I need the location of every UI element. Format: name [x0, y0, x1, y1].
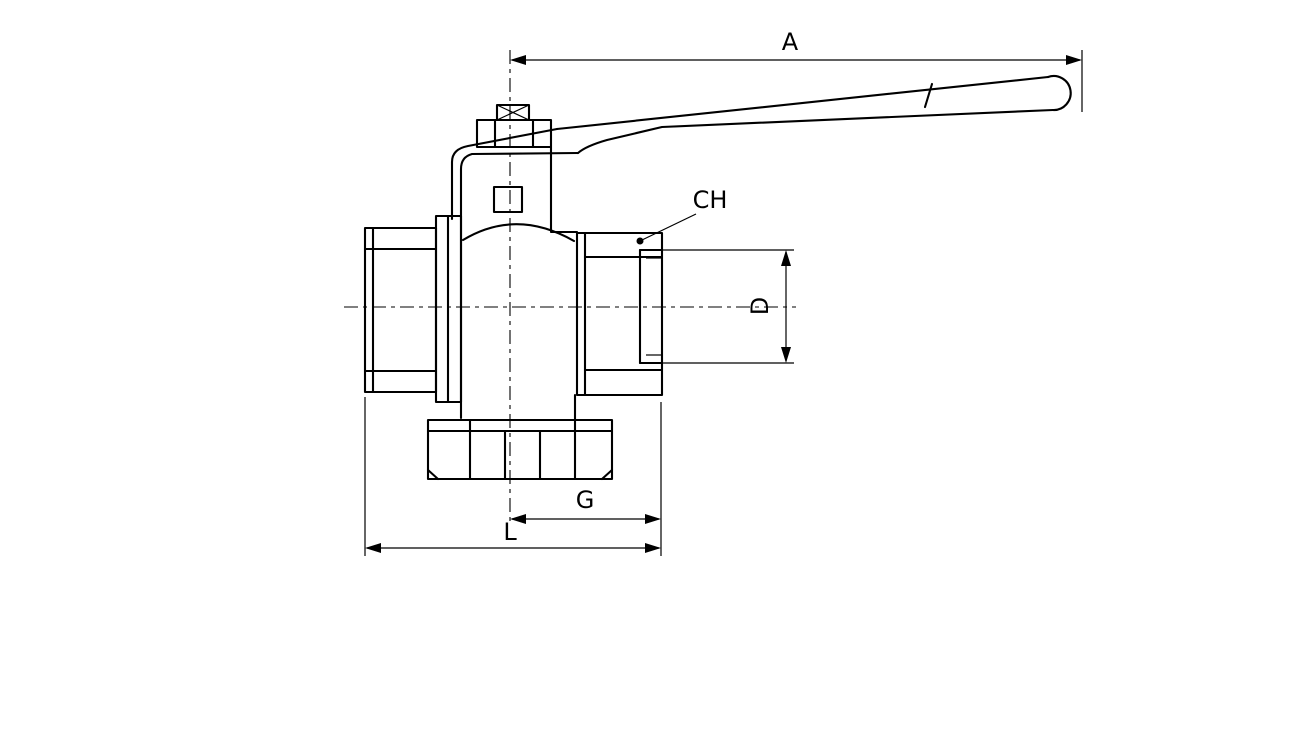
- left-union-nut: [363, 226, 438, 394]
- dim-l-arrow-left: [365, 543, 381, 553]
- bottom-hex-corner-left: [426, 468, 440, 481]
- stem-nut-body: [475, 118, 553, 149]
- valve-body: [459, 145, 579, 422]
- dim-a-arrow-right: [1066, 55, 1082, 65]
- bottom-hex-outline: [426, 418, 614, 481]
- dim-g-arrow-right: [645, 514, 661, 524]
- dimension-g: G: [510, 402, 662, 526]
- dim-a-arrow-left: [510, 55, 526, 65]
- handle-tick-mark: [923, 82, 934, 109]
- dim-l-arrow-right: [645, 543, 661, 553]
- stem-cap-cross-2: [496, 104, 530, 121]
- body-dome-arc: [461, 223, 576, 243]
- callout-ch: CH: [636, 186, 728, 245]
- dimension-label-d: D: [746, 297, 774, 315]
- dimension-d: D: [646, 249, 794, 364]
- ch-leader-dot: [636, 237, 644, 245]
- dim-d-arrow-bottom: [781, 347, 791, 363]
- bottom-hex-corner-right: [600, 468, 614, 481]
- handle-bottom-edge: [576, 108, 1055, 155]
- stem-square: [492, 185, 524, 214]
- bottom-port-hex: [426, 418, 614, 481]
- handle-top-edge: [555, 75, 1050, 131]
- handle-strap-inner: [459, 151, 580, 221]
- union-nut-outline: [363, 226, 438, 394]
- handle-end-cap: [1046, 74, 1072, 112]
- dim-d-arrow-top: [781, 250, 791, 266]
- center-lines: [344, 50, 796, 526]
- right-hex-outline: [575, 231, 664, 397]
- dim-g-arrow-left: [510, 514, 526, 524]
- valve-handle: [450, 74, 1072, 221]
- dimension-label-a: A: [782, 28, 799, 56]
- stem-nut: [475, 103, 553, 149]
- dimension-l: L: [364, 397, 662, 556]
- ch-leader-line: [641, 213, 697, 241]
- dimension-label-l: L: [503, 518, 517, 546]
- dimension-a: A: [510, 28, 1083, 112]
- union-flange: [434, 214, 463, 404]
- right-port-hex: [575, 231, 664, 397]
- dimension-label-g: G: [576, 486, 595, 514]
- handle-strap-outer: [450, 127, 559, 221]
- dimension-label-ch: CH: [693, 186, 728, 214]
